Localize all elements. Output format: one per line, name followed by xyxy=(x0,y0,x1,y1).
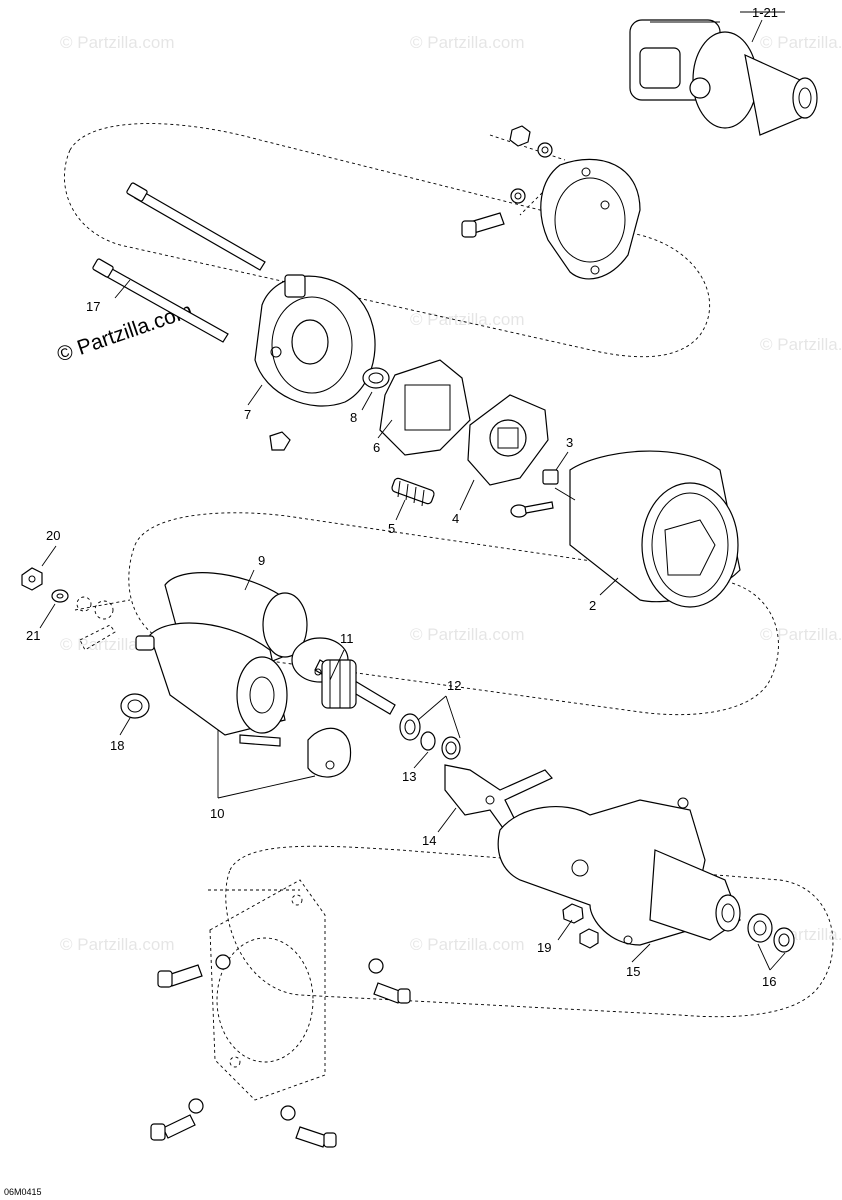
callout-15: 15 xyxy=(626,964,640,979)
callout-7: 7 xyxy=(244,407,251,422)
watermark-text: © Partzilla.com xyxy=(410,310,525,329)
brush-spring xyxy=(391,477,435,507)
callout-11: 11 xyxy=(340,631,354,646)
end-cover xyxy=(254,274,376,451)
callout-16: 16 xyxy=(762,974,776,989)
callout-5: 5 xyxy=(388,521,395,536)
watermark-text: © Partzilla.com xyxy=(760,335,842,354)
callout-1-21: 1-21 xyxy=(752,5,778,20)
watermark-text: © Partzilla.com xyxy=(760,625,842,644)
callout-2: 2 xyxy=(589,598,596,613)
lower-bolts xyxy=(150,954,411,1148)
drive-housing xyxy=(497,797,741,946)
callout-6: 6 xyxy=(373,440,380,455)
callout-4: 4 xyxy=(452,511,459,526)
complete-starter-assembly xyxy=(629,11,818,136)
callout-17: 17 xyxy=(86,299,100,314)
callout-13: 13 xyxy=(402,769,416,784)
callout-10: 10 xyxy=(210,806,224,821)
callout-8: 8 xyxy=(350,410,357,425)
terminal-nut-washer xyxy=(21,567,116,651)
brush-holder xyxy=(467,394,549,486)
callout-14: 14 xyxy=(422,833,436,848)
callout-labels: 1-21 2 3 4 5 6 7 8 9 10 11 12 13 14 15 1… xyxy=(26,5,778,989)
brush xyxy=(510,469,559,518)
watermark-layer: © Partzilla.com © Partzilla.com © Partzi… xyxy=(60,33,842,954)
callout-19: 19 xyxy=(537,940,551,955)
drive-bushings xyxy=(747,913,795,953)
grommet xyxy=(120,693,150,719)
through-bolts xyxy=(92,182,266,343)
upper-assembly-outline xyxy=(64,123,710,358)
watermark-text: © Partzilla.com xyxy=(60,33,175,52)
housing-nuts xyxy=(562,903,599,949)
brush-plate xyxy=(379,359,471,456)
upper-nuts-washers xyxy=(461,125,553,238)
callout-20: 20 xyxy=(46,528,60,543)
drawing-code: 06M0415 xyxy=(4,1187,42,1197)
callout-9: 9 xyxy=(258,553,265,568)
watermark-text: © Partzilla.com xyxy=(410,625,525,644)
callout-12: 12 xyxy=(447,678,461,693)
upper-gasket-plate xyxy=(540,158,641,280)
lower-assembly-outline xyxy=(225,845,834,1018)
leader-lines xyxy=(39,19,786,971)
callout-21: 21 xyxy=(26,628,40,643)
watermark-text: © Partzilla.com xyxy=(760,33,842,52)
drive-lever xyxy=(444,764,553,836)
watermark-text: © Partzilla.com xyxy=(410,935,525,954)
bushing xyxy=(362,367,390,389)
callout-18: 18 xyxy=(110,738,124,753)
watermark-text: © Partzilla.com xyxy=(410,33,525,52)
watermark-text: © Partzilla.com xyxy=(60,935,175,954)
pinion-collars xyxy=(399,713,461,760)
callout-3: 3 xyxy=(566,435,573,450)
yoke-field-frame xyxy=(554,450,741,608)
solenoid-switch xyxy=(135,622,352,778)
lower-mounting-plate xyxy=(209,879,326,1101)
